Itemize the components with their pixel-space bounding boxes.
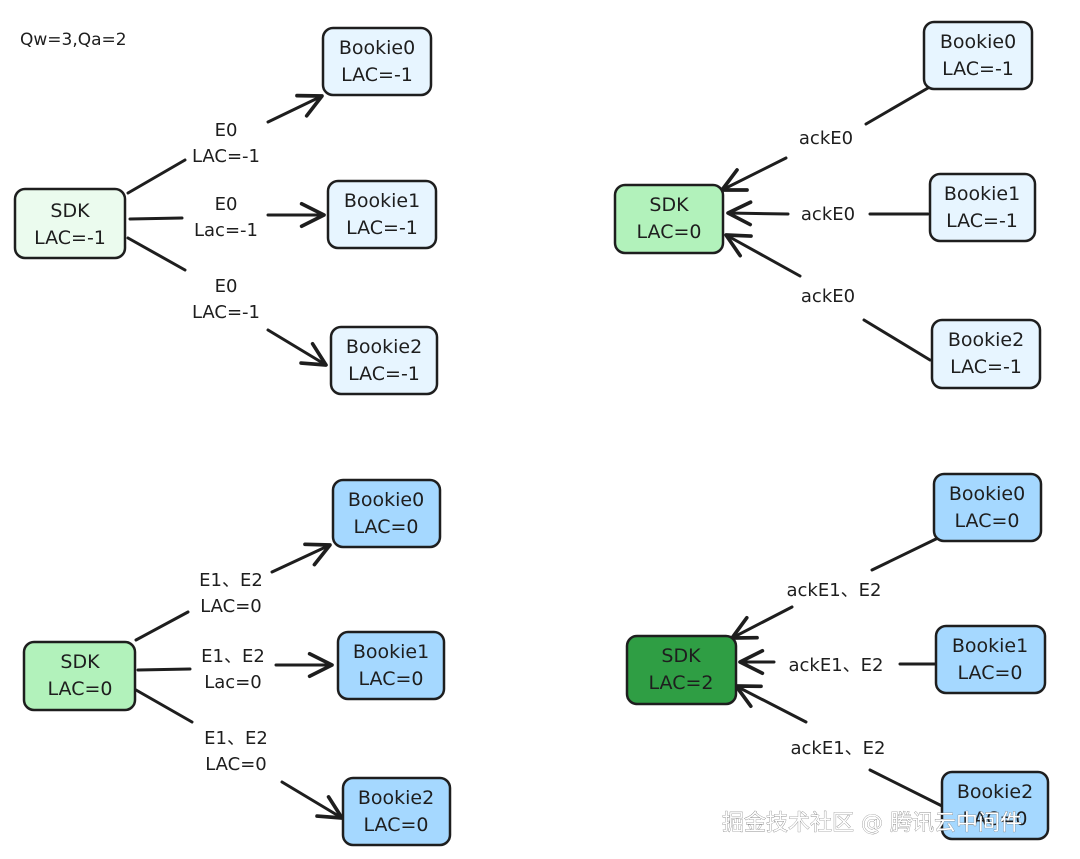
bookie-node: Bookie2 LAC=-1 (930, 318, 1042, 390)
edge-line (126, 236, 187, 272)
edge-line (134, 610, 190, 642)
edge-line (862, 318, 932, 362)
bookie-node: Bookie0 LAC=0 (331, 478, 442, 549)
node-lac: LAC=-1 (348, 363, 420, 385)
bookie-node: Bookie2 LAC=-1 (329, 325, 439, 396)
node-name: Bookie2 (957, 781, 1033, 803)
edge-line (136, 667, 192, 672)
edge-arrow (720, 156, 788, 192)
node-name: Bookie0 (348, 489, 424, 511)
sdk-node: SDK LAC=0 (22, 640, 137, 712)
node-lac: LAC=0 (637, 221, 702, 243)
edge-label: E0 (215, 276, 238, 297)
edge-label: ackE1、E2 (786, 580, 881, 601)
node-name: SDK (649, 194, 689, 216)
edge-line (134, 688, 194, 724)
node-lac: LAC=-1 (34, 227, 106, 249)
edge-label: LAC=0 (200, 596, 262, 617)
edge-label: ackE0 (801, 204, 855, 225)
node-lac: LAC=-1 (950, 356, 1022, 378)
node-name: Bookie2 (948, 329, 1024, 351)
panel-write-e1-e2: E1、E2 LAC=0 E1、E2 Lac=0 E1、E2 LAC=0 SDK … (22, 478, 452, 847)
node-name: Bookie1 (353, 641, 429, 663)
node-lac: LAC=0 (958, 662, 1023, 684)
node-name: Bookie1 (944, 183, 1020, 205)
node-lac: LAC=0 (354, 516, 419, 538)
edge-arrow (266, 93, 324, 124)
bookie-node: Bookie0 LAC=-1 (321, 26, 433, 97)
bookie-node: Bookie1 LAC=-1 (928, 172, 1037, 243)
node-name: Bookie0 (940, 31, 1016, 53)
edge-label: E1、E2 (199, 570, 263, 591)
panel-ack-e0: ackE0 ackE0 ackE0 SDK LAC=0 Bookie0 LAC=… (613, 20, 1042, 390)
edge-arrow (726, 200, 790, 227)
edge-arrow (270, 542, 332, 574)
bookie-node: Bookie1 LAC=-1 (326, 179, 438, 250)
panel-ack-e1-e2: ackE1、E2 ackE1、E2 ackE1、E2 SDK LAC=2 Boo… (625, 472, 1050, 841)
edge-arrow (266, 328, 328, 367)
edge-label: ackE0 (799, 128, 853, 149)
edge-line (126, 158, 187, 195)
node-lac: LAC=0 (48, 678, 113, 700)
edge-arrow (280, 780, 344, 820)
node-name: Bookie1 (344, 190, 420, 212)
edge-line (868, 768, 948, 810)
edge-line (870, 536, 940, 572)
sdk-node: SDK LAC=-1 (13, 187, 127, 260)
bookie-node: Bookie2 LAC=0 (940, 770, 1050, 841)
node-lac: LAC=0 (955, 510, 1020, 532)
bookie-node: Bookie2 LAC=0 (341, 776, 452, 847)
edge-arrow (730, 605, 794, 640)
bookie-node: Bookie1 LAC=0 (336, 630, 446, 701)
watermark-text: 掘金技术社区 @ 腾讯云中间件 (722, 811, 1022, 836)
edge-label: ackE0 (801, 286, 855, 307)
node-name: SDK (50, 200, 90, 222)
bookie-node: Bookie0 LAC=-1 (922, 20, 1034, 91)
sdk-node: SDK LAC=2 (625, 634, 738, 706)
edge-line (128, 216, 184, 221)
panel-write-e0: E0 LAC=-1 E0 Lac=-1 E0 LAC=-1 SDK LAC=-1… (13, 26, 439, 396)
edge-label: Lac=-1 (194, 220, 258, 241)
node-lac: LAC=-1 (341, 64, 413, 86)
edge-label: ackE1、E2 (790, 738, 885, 759)
node-name: Bookie2 (358, 787, 434, 809)
bookie-node: Bookie1 LAC=0 (934, 624, 1047, 695)
node-lac: LAC=2 (649, 672, 714, 694)
node-name: Bookie0 (949, 483, 1025, 505)
node-name: Bookie0 (339, 37, 415, 59)
node-name: SDK (661, 645, 701, 667)
node-lac: LAC=0 (963, 808, 1028, 830)
edge-label: E1、E2 (201, 646, 265, 667)
edge-label: LAC=0 (205, 754, 267, 775)
edge-label: Lac=0 (204, 672, 262, 693)
node-lac: LAC=-1 (942, 58, 1014, 80)
node-name: SDK (60, 651, 100, 673)
edge-line (864, 86, 930, 126)
edge-label: ackE1、E2 (788, 655, 883, 676)
node-name: Bookie1 (952, 635, 1028, 657)
edge-arrow (724, 233, 802, 278)
quorum-config-label: Qw=3,Qa=2 (20, 30, 127, 50)
node-lac: LAC=-1 (946, 210, 1018, 232)
node-lac: LAC=0 (359, 668, 424, 690)
bookie-node: Bookie0 LAC=0 (932, 472, 1043, 543)
edge-label: E0 (215, 194, 238, 215)
edge-label: LAC=-1 (192, 146, 260, 167)
sdk-node: SDK LAC=0 (613, 183, 725, 255)
edge-arrow (734, 684, 808, 724)
edge-label: LAC=-1 (192, 302, 260, 323)
edge-label: E1、E2 (204, 728, 268, 749)
node-lac: LAC=-1 (346, 217, 418, 239)
node-lac: LAC=0 (364, 814, 429, 836)
edge-label: E0 (215, 120, 238, 141)
node-name: Bookie2 (346, 336, 422, 358)
